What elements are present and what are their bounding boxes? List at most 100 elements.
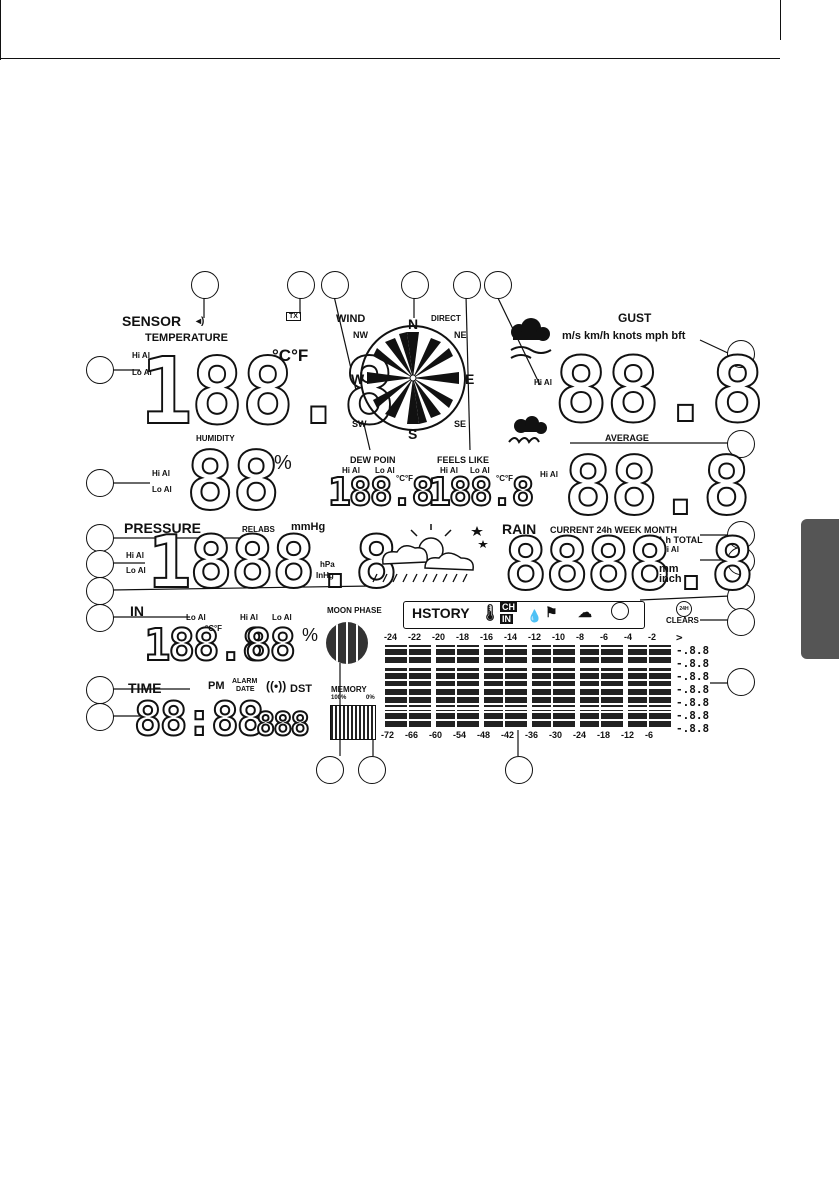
temperature-unit: °C°F	[272, 346, 309, 365]
chart-top-tick: -10	[552, 632, 566, 642]
chart-top-tick: -22	[408, 632, 422, 642]
gust-digits: 88.8	[553, 337, 766, 444]
indoor-hum-lo: Lo Al	[272, 613, 292, 622]
dst-label: DST	[290, 683, 312, 695]
feels-lo-al: Lo Al	[470, 466, 490, 475]
rain-periods: CURRENT 24h WEEK MONTH	[550, 525, 678, 535]
grid-row-divider	[385, 707, 671, 710]
battery-tx-icon: TX	[286, 312, 301, 321]
humidity-digits: 88	[185, 434, 281, 529]
wind-waves-icon	[508, 416, 547, 444]
humidity-label: HUMIDITY	[196, 434, 235, 443]
feels-hi-al: Hi Al	[440, 466, 458, 475]
compass-w: W	[351, 371, 365, 387]
callout-marker	[727, 583, 755, 611]
grid-row-divider	[385, 686, 671, 689]
thermometer-icon: 🌡	[480, 605, 501, 622]
dew-lo-al: Lo Al	[375, 466, 395, 475]
sensor-label: SENSOR	[122, 313, 182, 329]
wind-label: WIND	[336, 313, 366, 325]
tx-label: TX	[289, 313, 298, 320]
gust-units: m/s km/h knots mph bft	[562, 330, 686, 342]
chart-y-label: -.8.8	[676, 683, 710, 696]
rain-cloud-icon: ☁	[578, 604, 592, 620]
date-label: DATE	[236, 686, 255, 693]
rain-hi-al: Hi Al	[661, 545, 679, 554]
chart-top-tick: -24	[384, 632, 398, 642]
memory-full: 100%	[331, 695, 347, 701]
callout-marker	[453, 271, 481, 299]
chart-bottom-tick: -18	[597, 730, 611, 740]
callout-marker	[727, 340, 755, 368]
callout-marker	[727, 521, 755, 549]
callout-marker	[86, 604, 114, 632]
callout-marker	[727, 608, 755, 636]
time-digits: 88:88	[133, 691, 265, 747]
humidity-drop-icon: 💧	[527, 609, 542, 623]
chart-top-tick: -4	[624, 632, 633, 642]
memory-bar	[330, 705, 376, 740]
chart-y-label: -.8.8	[676, 657, 710, 670]
compass-s: S	[408, 426, 418, 442]
pressure-lo-al: Lo Al	[126, 566, 146, 575]
grid-row-divider	[385, 665, 671, 668]
indoor-hum-digits: 88	[244, 619, 297, 672]
pressure-inhg: InHg	[316, 571, 334, 580]
chart-bottom-tick: -66	[405, 730, 419, 740]
chart-y-label: -.8.8	[676, 644, 710, 657]
chart-top-tick: -14	[504, 632, 518, 642]
callout-marker	[321, 271, 349, 299]
feels-like-unit: °C°F	[496, 474, 514, 483]
chart-bottom-tick: -30	[549, 730, 563, 740]
compass-ne: NE	[454, 330, 467, 340]
chart-top-tick: -2	[648, 632, 657, 642]
clears-label: CLEARS	[666, 616, 699, 625]
crop-mark-top-right	[0, 58, 780, 60]
chart-bottom-tick: -36	[525, 730, 539, 740]
chart-top-tick: -12	[528, 632, 542, 642]
chart-bottom-tick: -24	[573, 730, 587, 740]
gust-label: GUST	[618, 311, 652, 325]
history-ch: CH	[500, 602, 517, 612]
callout-marker	[86, 356, 114, 384]
pressure-relabs: RELABS	[242, 525, 275, 534]
rain-digits: 8888.8	[503, 521, 755, 607]
callout-marker	[287, 271, 315, 299]
history-in: IN	[500, 614, 513, 624]
pressure-gauge-icon	[611, 602, 629, 620]
compass-sw: SW	[352, 419, 367, 429]
average-digits: 88.8	[563, 439, 752, 534]
compass-nw: NW	[353, 330, 368, 340]
pressure-label: PRESSURE	[124, 520, 202, 536]
callout-marker	[358, 756, 386, 784]
dew-point-digits: 188.8	[327, 469, 435, 515]
chart-top-tick: -6	[600, 632, 609, 642]
average-label: AVERAGE	[605, 433, 649, 443]
callout-marker	[86, 676, 114, 704]
callout-marker	[86, 577, 114, 605]
dew-point-unit: °C°F	[396, 474, 414, 483]
dew-point-label: DEW POIN	[350, 455, 396, 465]
chart-bottom-tick: -54	[453, 730, 467, 740]
feels-like-digits: 188.8	[427, 469, 535, 515]
chart-top-tick: -8	[576, 632, 585, 642]
temp-hi-al: Hi Al	[132, 351, 150, 360]
temperature-digits: 188.8	[139, 337, 396, 446]
indoor-temp-unit: °C°F	[205, 624, 223, 633]
crop-mark-vertical	[780, 0, 782, 40]
signal-icon: ◂)	[196, 316, 205, 327]
rain-label: RAIN	[502, 521, 537, 537]
radio-signal-icon: ((•))	[266, 679, 287, 693]
dew-hi-al: Hi Al	[342, 466, 360, 475]
indoor-hum-hi: Hi Al	[240, 613, 258, 622]
chart-top-tick: -16	[480, 632, 494, 642]
callout-marker	[191, 271, 219, 299]
time-pm: PM	[208, 680, 225, 692]
callout-marker	[727, 668, 755, 696]
rain-total: 1 h TOTAL	[658, 535, 703, 545]
page-side-tab	[801, 519, 839, 659]
callout-marker	[727, 430, 755, 458]
chart-y-label: >	[676, 631, 683, 644]
chart-bottom-tick: -60	[429, 730, 443, 740]
memory-label: MEMORY	[331, 685, 367, 694]
